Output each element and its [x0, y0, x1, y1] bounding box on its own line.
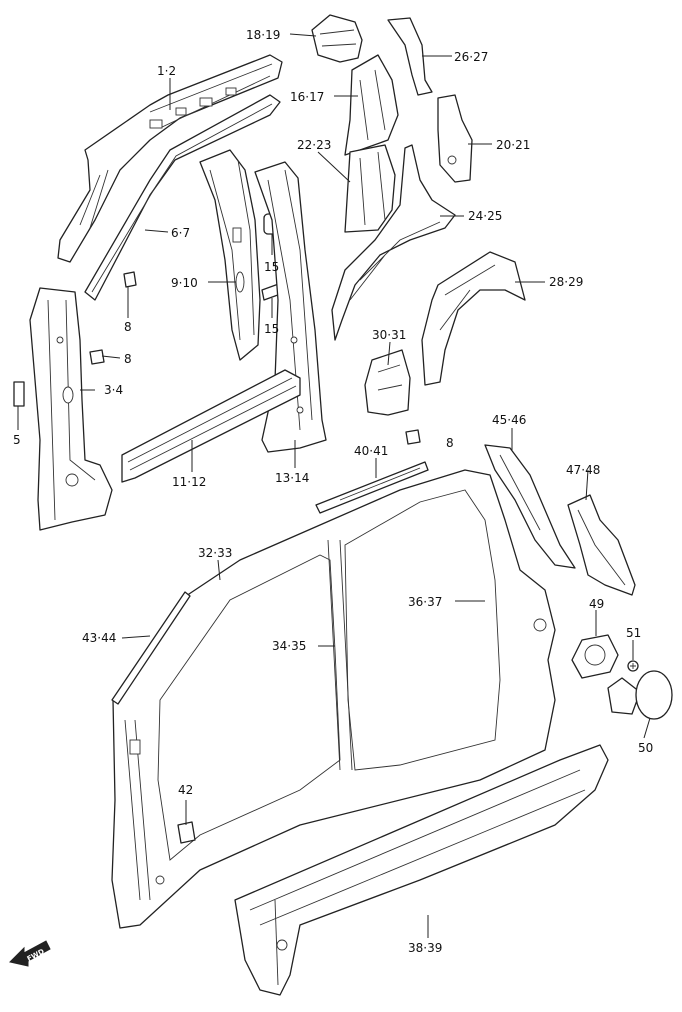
part-plate-8b [89, 349, 105, 365]
label-15-a: 15 [264, 260, 279, 274]
label-34-35: 34·35 [272, 639, 306, 653]
part-upper-bracket [311, 14, 363, 63]
part-center-pillar-inner [199, 149, 261, 361]
part-small-bracket-42 [177, 821, 196, 844]
fwd-text: FWD [26, 947, 46, 963]
label-16-17: 16·17 [290, 90, 324, 104]
leader-lines [17, 33, 651, 938]
part-pillar-reinforcement-22-23 [344, 144, 396, 233]
label-45-46: 45·46 [492, 413, 526, 427]
label-50: 50 [638, 741, 653, 755]
label-32-33: 32·33 [198, 546, 232, 560]
label-3-4: 3·4 [104, 383, 123, 397]
part-fuel-filler-housing [571, 634, 619, 679]
part-side-sill-inner [121, 369, 301, 483]
label-8-c: 8 [446, 436, 454, 450]
label-18-19: 18·19 [246, 28, 280, 42]
part-gusset-20-21 [437, 94, 473, 183]
label-20-21: 20·21 [496, 138, 530, 152]
label-47-48: 47·48 [566, 463, 600, 477]
part-side-body-outer-panel [111, 469, 556, 929]
part-fuel-filler-lid [607, 670, 673, 720]
part-small-bracket-5 [13, 381, 25, 407]
part-bracket-47-48 [567, 494, 636, 596]
part-drip-molding [111, 591, 191, 705]
label-36-37: 36·37 [408, 595, 442, 609]
part-side-sill-outer [234, 744, 609, 996]
label-28-29: 28·29 [549, 275, 583, 289]
forward-arrow-icon [9, 940, 51, 967]
label-13-14: 13·14 [275, 471, 309, 485]
label-24-25: 24·25 [468, 209, 502, 223]
label-22-23: 22·23 [297, 138, 331, 152]
label-43-44: 43·44 [82, 631, 116, 645]
label-26-27: 26·27 [454, 50, 488, 64]
part-wheelhouse-inner [331, 144, 456, 341]
part-quarter-extension [484, 444, 576, 569]
part-plate-8a [123, 271, 137, 288]
label-5: 5 [13, 433, 21, 447]
label-11-12: 11·12 [172, 475, 206, 489]
label-15-b: 15 [264, 322, 279, 336]
part-extension-26-27 [387, 17, 433, 96]
label-38-39: 38·39 [408, 941, 442, 955]
fwd-marker: FWD [9, 940, 51, 967]
label-8-b: 8 [124, 352, 132, 366]
label-6-7: 6·7 [171, 226, 190, 240]
label-49: 49 [589, 597, 604, 611]
part-roof-rail-strip [84, 94, 281, 301]
part-center-pillar-outer [254, 161, 327, 453]
part-screw-51 [627, 660, 639, 672]
label-40-41: 40·41 [354, 444, 388, 458]
part-plate-8c [405, 429, 421, 445]
label-42: 42 [178, 783, 193, 797]
part-roof-side-strip [315, 461, 429, 514]
part-quarter-pillar-upper [344, 54, 399, 156]
label-8-a: 8 [124, 320, 132, 334]
part-bracket-30-31 [364, 349, 411, 416]
callout-labels: 1·2 3·4 5 6·7 8 8 8 9·10 11·12 13·14 15 … [13, 28, 653, 955]
part-front-pillar-lower [29, 287, 113, 531]
label-9-10: 9·10 [171, 276, 198, 290]
label-30-31: 30·31 [372, 328, 406, 342]
part-wheelhouse-outer [421, 251, 526, 386]
label-1-2: 1·2 [157, 64, 176, 78]
label-51: 51 [626, 626, 641, 640]
